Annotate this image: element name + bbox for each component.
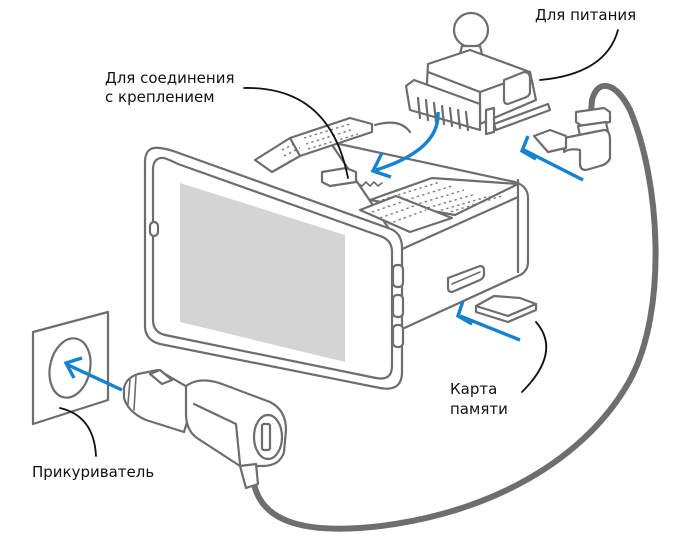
mount	[404, 11, 552, 136]
leader-lighter	[59, 407, 97, 457]
arrow-card-to-slot	[455, 300, 521, 342]
label-power: Для питания	[535, 6, 637, 24]
leader-memory-card	[521, 321, 548, 393]
car-charger	[122, 368, 288, 490]
power-plug	[532, 106, 612, 172]
side-button-2[interactable]	[391, 293, 405, 319]
mount-power-port	[502, 70, 532, 106]
arrow-plug-to-mount	[519, 135, 584, 182]
dashcam-screen	[180, 183, 345, 362]
label-mount-connection-line2: с креплением	[105, 88, 215, 106]
usb-port	[260, 422, 272, 452]
arrow-charger-to-socket	[63, 356, 123, 392]
label-memory-card-line2: памяти	[450, 400, 508, 418]
side-button-1[interactable]	[391, 263, 405, 289]
side-button-3[interactable]	[391, 323, 405, 349]
label-cigarette-lighter: Прикуриватель	[32, 463, 155, 481]
dashcam-body	[253, 116, 530, 332]
front-indicator	[148, 220, 160, 238]
arrow-mount-to-camera	[370, 111, 440, 179]
lighter-socket	[31, 310, 110, 426]
label-mount-connection-line1: Для соединения	[105, 69, 235, 87]
power-cable	[251, 82, 659, 532]
label-memory-card-line1: Карта	[450, 380, 498, 398]
memory-card	[474, 294, 538, 324]
leader-mount-connection	[243, 87, 349, 179]
leader-power	[539, 29, 619, 81]
side-buttons	[391, 263, 405, 349]
mount-ball	[452, 11, 490, 49]
